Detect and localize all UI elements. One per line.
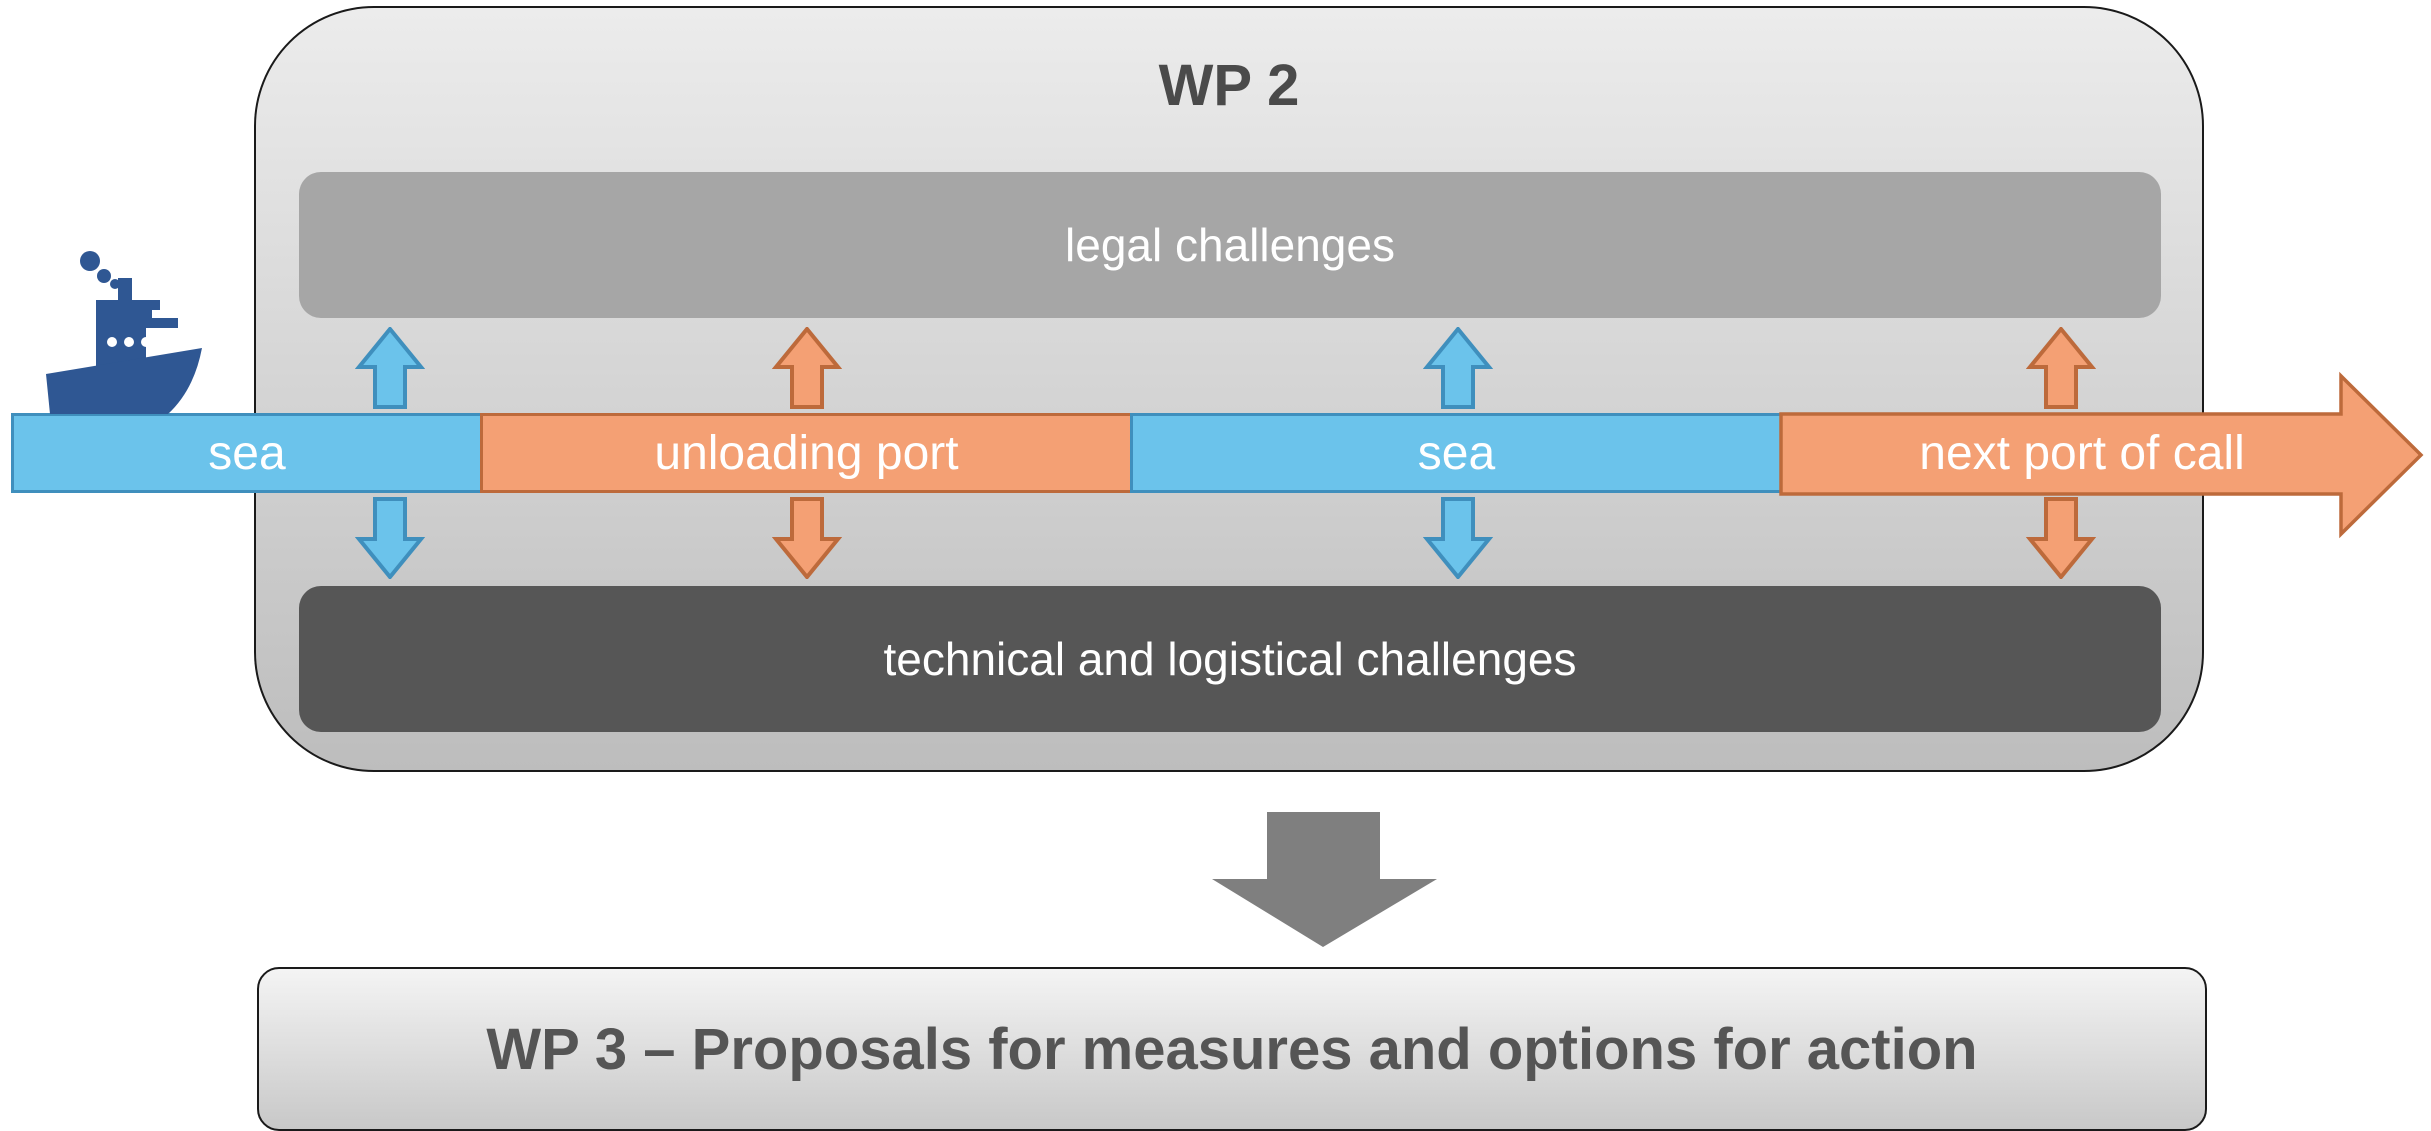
down-arrow-icon xyxy=(1423,497,1493,579)
route-segment-next-port-of-call: next port of call xyxy=(1782,413,2382,493)
route-segment-unloading-port: unloading port xyxy=(480,413,1133,493)
down-arrow-icon xyxy=(2026,497,2096,579)
route-segment-sea-1: sea xyxy=(11,413,483,493)
wp3-box: WP 3 – Proposals for measures and option… xyxy=(257,967,2207,1131)
route-segment-label: next port of call xyxy=(1919,426,2245,480)
technical-challenges-bar: technical and logistical challenges xyxy=(299,586,2161,732)
up-arrow-icon xyxy=(772,327,842,409)
down-arrow-icon xyxy=(355,497,425,579)
ship-icon xyxy=(46,251,202,414)
next-port-arrow xyxy=(1779,371,2424,539)
up-arrow-icon xyxy=(1423,327,1493,409)
up-arrow-icon xyxy=(355,327,425,409)
technical-challenges-label: technical and logistical challenges xyxy=(883,633,1577,685)
route-segment-label: sea xyxy=(208,426,286,480)
flow-down-arrow-icon xyxy=(1212,812,1437,947)
route-segment-label: unloading port xyxy=(654,426,959,480)
legal-challenges-label: legal challenges xyxy=(1065,219,1395,271)
route-segment-label: sea xyxy=(1417,426,1496,480)
wp3-label: WP 3 – Proposals for measures and option… xyxy=(486,1016,1978,1082)
route-segment-sea-2: sea xyxy=(1130,413,1783,493)
wp2-title: WP 2 xyxy=(1158,53,1300,118)
down-arrow-icon xyxy=(772,497,842,579)
legal-challenges-bar: legal challenges xyxy=(299,172,2161,318)
up-arrow-icon xyxy=(2026,327,2096,409)
